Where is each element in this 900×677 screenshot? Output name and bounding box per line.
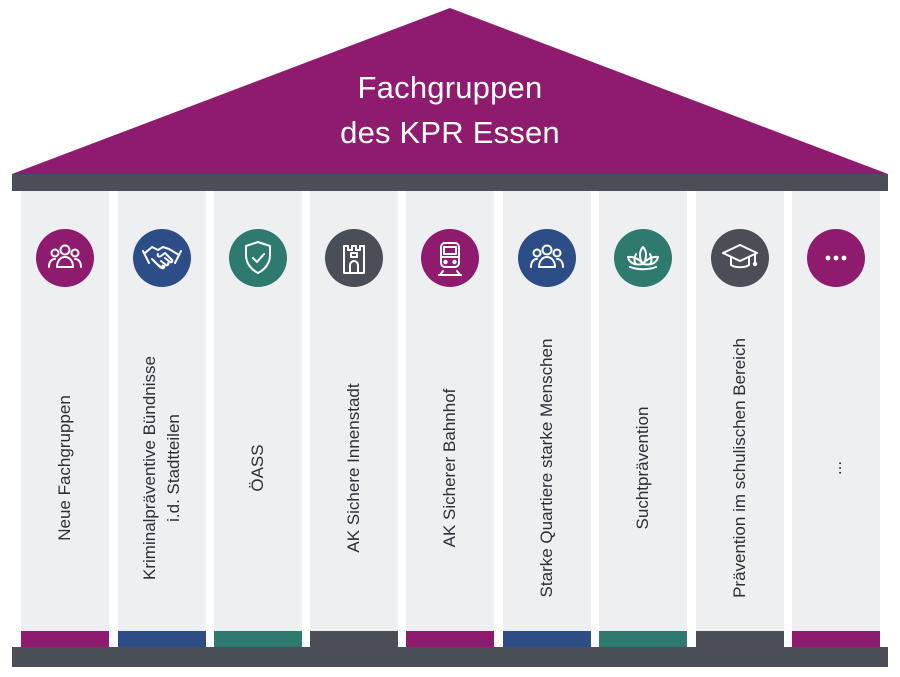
pillar-foot	[310, 631, 398, 647]
pillar-label: Starke Quartiere starke Menschen	[535, 339, 559, 598]
roof-title-line1: Fachgruppen	[357, 70, 543, 105]
pillar-label-line1: AK Sichere Innenstadt	[344, 383, 363, 553]
pillar-label: Suchtprävention	[631, 407, 655, 530]
train-icon	[421, 229, 479, 287]
pillar-suchtpraevention: Suchtprävention	[599, 191, 687, 647]
pillar-starke-quartiere: Starke Quartiere starke Menschen	[503, 191, 591, 647]
pillar-foot	[503, 631, 591, 647]
pillar-neue-fachgruppen: Neue Fachgruppen	[21, 191, 109, 647]
group-icon	[36, 229, 94, 287]
pillar-label: AK Sichere Innenstadt	[342, 383, 366, 552]
pillar-label-line1: ...	[826, 460, 845, 476]
handshake-icon	[133, 229, 191, 287]
pillar-label-line1: Kriminalpräventive Bündnisse	[140, 356, 159, 580]
pillar-praevention-schule: Prävention im schulischen Bereich	[696, 191, 784, 647]
pillar-more: ...	[792, 191, 880, 647]
pillar-label: Neue Fachgruppen	[53, 395, 77, 541]
pillar-foot	[118, 631, 206, 647]
roof-triangle	[12, 8, 888, 174]
pillar-foot	[214, 631, 302, 647]
pillar-ak-sichere-innenstadt: AK Sichere Innenstadt	[310, 191, 398, 647]
lotus-icon	[614, 229, 672, 287]
pillar-foot	[696, 631, 784, 647]
pillar-oeass: ÖASS	[214, 191, 302, 647]
base-beam	[12, 647, 888, 667]
pillar-foot	[406, 631, 494, 647]
shield-check-icon	[229, 229, 287, 287]
group-icon	[518, 229, 576, 287]
pillar-foot	[792, 631, 880, 647]
roof-title-line2: des KPR Essen	[340, 115, 560, 150]
pillar-label-line1: Starke Quartiere starke Menschen	[537, 338, 556, 598]
pillar-label-line1: ÖASS	[248, 444, 267, 492]
pillar-label: Prävention im schulischen Bereich	[728, 338, 752, 598]
tower-icon	[325, 229, 383, 287]
pillar-foot	[599, 631, 687, 647]
top-beam	[12, 174, 888, 191]
pillar-label-line1: Prävention im schulischen Bereich	[730, 338, 749, 598]
pillar-label-line1: AK Sicherer Bahnhof	[440, 388, 459, 548]
pillar-label: ÖASS	[246, 444, 270, 491]
pillar-label: ...	[824, 461, 848, 475]
pillar-ak-sicherer-bahnhof: AK Sicherer Bahnhof	[406, 191, 494, 647]
roof	[12, 8, 888, 174]
pillar-label: AK Sicherer Bahnhof	[438, 389, 462, 548]
pillar-foot	[21, 631, 109, 647]
pillar-label-line2: i.d. Stadtteilen	[164, 414, 183, 522]
pillar-label-line1: Suchtprävention	[633, 406, 652, 530]
pillar-label-line1: Neue Fachgruppen	[55, 395, 74, 541]
graduation-cap-icon	[711, 229, 769, 287]
pillar-kriminalpraeventive-buendnisse: Kriminalpräventive Bündnisse i.d. Stadtt…	[118, 191, 206, 647]
pillar-label: Kriminalpräventive Bündnisse i.d. Stadtt…	[138, 356, 186, 580]
more-icon	[807, 229, 865, 287]
